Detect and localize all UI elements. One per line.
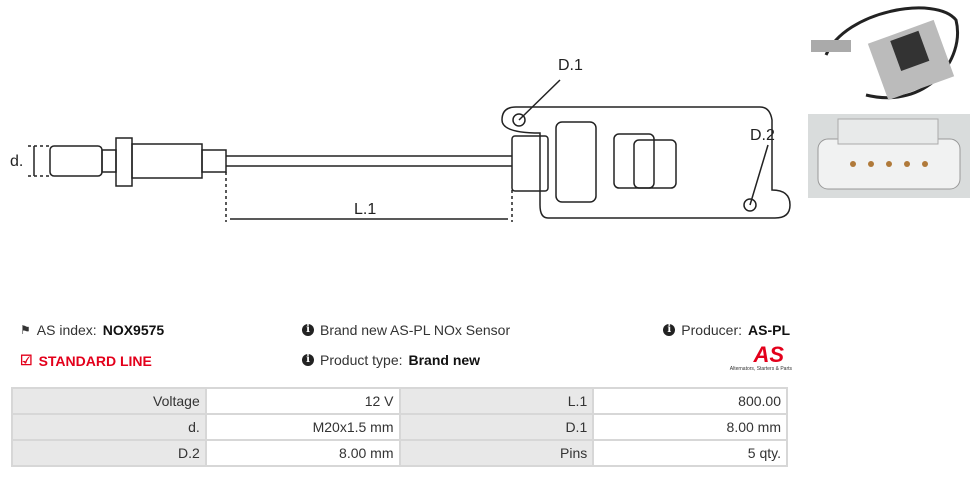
product-type: i Product type: Brand new [302,352,480,368]
spec-key: Pins [398,439,595,467]
producer-value: AS-PL [748,322,790,338]
specs-table: Voltage 12 V L.1 800.00 d. M20x1.5 mm D.… [11,387,788,467]
table-row: D.2 8.00 mm Pins 5 qty. [11,439,788,467]
spec-key: L.1 [398,387,595,415]
product-type-label: Product type: [320,352,403,368]
standard-line-badge: ☑ STANDARD LINE [20,352,152,369]
info-icon: i [302,354,314,366]
checkbox-icon: ☑ [20,352,33,368]
d2-leader [749,144,769,206]
tags-icon: ⚑ [20,323,31,337]
as-index-value: NOX9575 [102,322,165,338]
sensor-photo-icon [811,6,959,101]
dim-d-label: d. [10,153,23,170]
spec-value: 8.00 mm [592,413,788,441]
dim-d2-label: D.2 [750,127,775,144]
spec-key: D.2 [11,439,207,467]
technical-drawing: d. L.1 D.1 D.2 [10,57,791,222]
as-pl-logo: AS Alternators, Starters & Parts [712,342,792,373]
dim-d1-label: D.1 [558,57,583,74]
spec-value: 12 V [204,387,401,415]
control-unit [501,106,791,219]
spec-value: M20x1.5 mm [204,413,401,441]
sensor-probe [49,137,227,187]
spec-key: d. [11,413,207,441]
d1-leader [518,79,561,121]
table-row: Voltage 12 V L.1 800.00 [11,387,788,415]
product-type-value: Brand new [408,352,481,368]
info-icon: i [663,324,676,336]
product-description: i Brand new AS-PL NOx Sensor [302,322,510,338]
as-index-label: AS index: [36,322,97,338]
spec-value: 8.00 mm [204,439,401,467]
standard-line-label: STANDARD LINE [38,352,152,369]
dim-l1-label: L.1 [354,201,376,218]
spec-value: 5 qty. [592,439,788,467]
producer: i Producer: AS-PL [663,322,790,338]
table-row: d. M20x1.5 mm D.1 8.00 mm [11,413,788,441]
spec-key: Voltage [11,387,207,415]
dimension-lines [28,145,513,222]
producer-label: Producer: [681,322,742,338]
spec-value: 800.00 [592,387,788,415]
connector-photo-icon [817,118,961,190]
product-photo[interactable] [806,0,970,112]
description-text: Brand new AS-PL NOx Sensor [320,322,511,338]
spec-key: D.1 [398,413,595,441]
connector-photo[interactable] [808,114,970,198]
info-icon: i [302,324,314,336]
logo-tagline: Alternators, Starters & Parts [729,366,792,372]
logo-mark: AS [753,342,784,367]
as-index: ⚑ AS index: NOX9575 [20,322,164,338]
